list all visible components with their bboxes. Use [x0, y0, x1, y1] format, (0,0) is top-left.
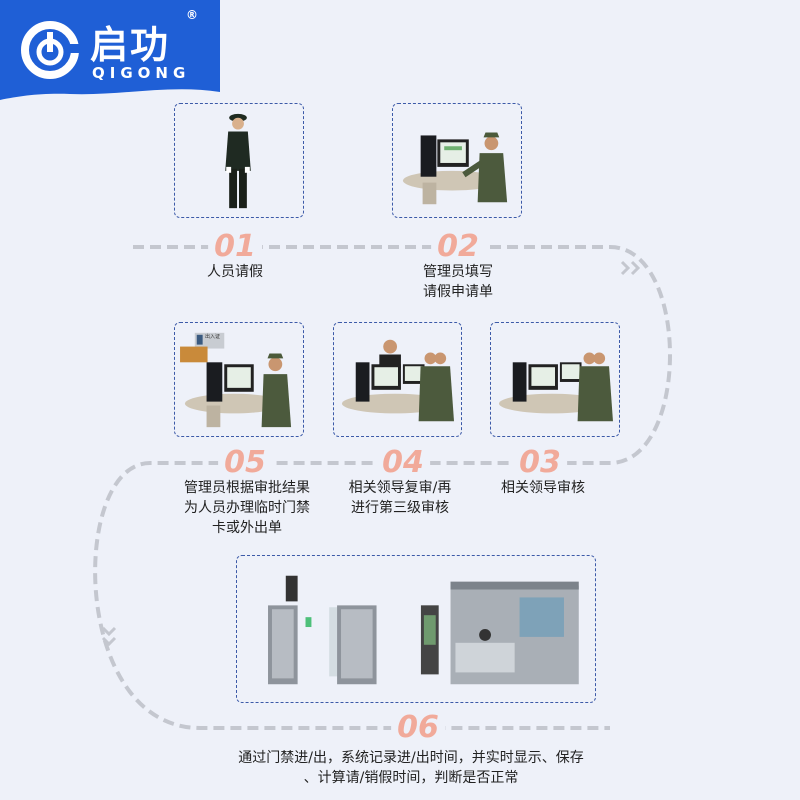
- step-01-caption: 人员请假: [207, 262, 263, 282]
- pass-card-label: 出入证: [205, 334, 221, 340]
- step-06-number: 06: [391, 713, 445, 743]
- step-06-image: [236, 555, 596, 703]
- caption-line: 管理员填写: [423, 264, 493, 280]
- step-03-caption: 相关领导审核: [501, 478, 585, 498]
- caption-line: 进行第三级审核: [351, 500, 449, 516]
- access-gate-and-guardhouse-icon: [268, 575, 579, 685]
- step-05-caption: 管理员根据审批结果 为人员办理临时门禁 卡或外出单: [184, 478, 310, 538]
- step-05-number: 05: [218, 448, 272, 478]
- caption-line: 相关领导复审/再: [348, 480, 452, 496]
- caption-line: 请假申请单: [423, 284, 493, 300]
- step-02-image: [392, 103, 522, 218]
- soldier-standing-icon: [225, 113, 251, 209]
- caption-line: 卡或外出单: [212, 520, 282, 536]
- step-04-number: 04: [376, 448, 430, 478]
- step-02-number: 02: [431, 232, 485, 262]
- step-04-image: [333, 322, 462, 437]
- step-06-caption: 通过门禁进/出，系统记录进/出时间，并实时显示、保存 、计算请/销假时间，判断是…: [238, 748, 583, 788]
- admin-computer-icon: [402, 132, 508, 205]
- caption-line: 管理员根据审批结果: [184, 480, 310, 496]
- admin-issuing-card-icon: [180, 332, 292, 428]
- caption-line: 、计算请/销假时间，判断是否正常: [303, 770, 519, 786]
- step-01-number: 01: [208, 232, 262, 262]
- step-02-caption: 管理员填写 请假申请单: [423, 262, 493, 302]
- step-03-number: 03: [513, 448, 567, 478]
- caption-line: 相关领导审核: [501, 480, 585, 496]
- caption-line: 通过门禁进/出，系统记录进/出时间，并实时显示、保存: [238, 750, 584, 766]
- caption-line: 为人员办理临时门禁: [184, 500, 310, 516]
- step-01-image: [174, 103, 304, 218]
- step-03-image: [490, 322, 620, 437]
- caption-line: 人员请假: [207, 264, 263, 280]
- step-05-image: 出入证: [174, 322, 304, 437]
- leaders-review-icon: [341, 339, 454, 422]
- brand-name-cn: 启功: [90, 23, 171, 67]
- brand-name-en: QIGONG: [92, 64, 191, 82]
- registered-mark: ®: [186, 8, 198, 22]
- leader-review-icon: [498, 352, 613, 422]
- step-04-caption: 相关领导复审/再 进行第三级审核: [349, 478, 452, 518]
- brand-logo: 启功 QIGONG ®: [0, 0, 222, 104]
